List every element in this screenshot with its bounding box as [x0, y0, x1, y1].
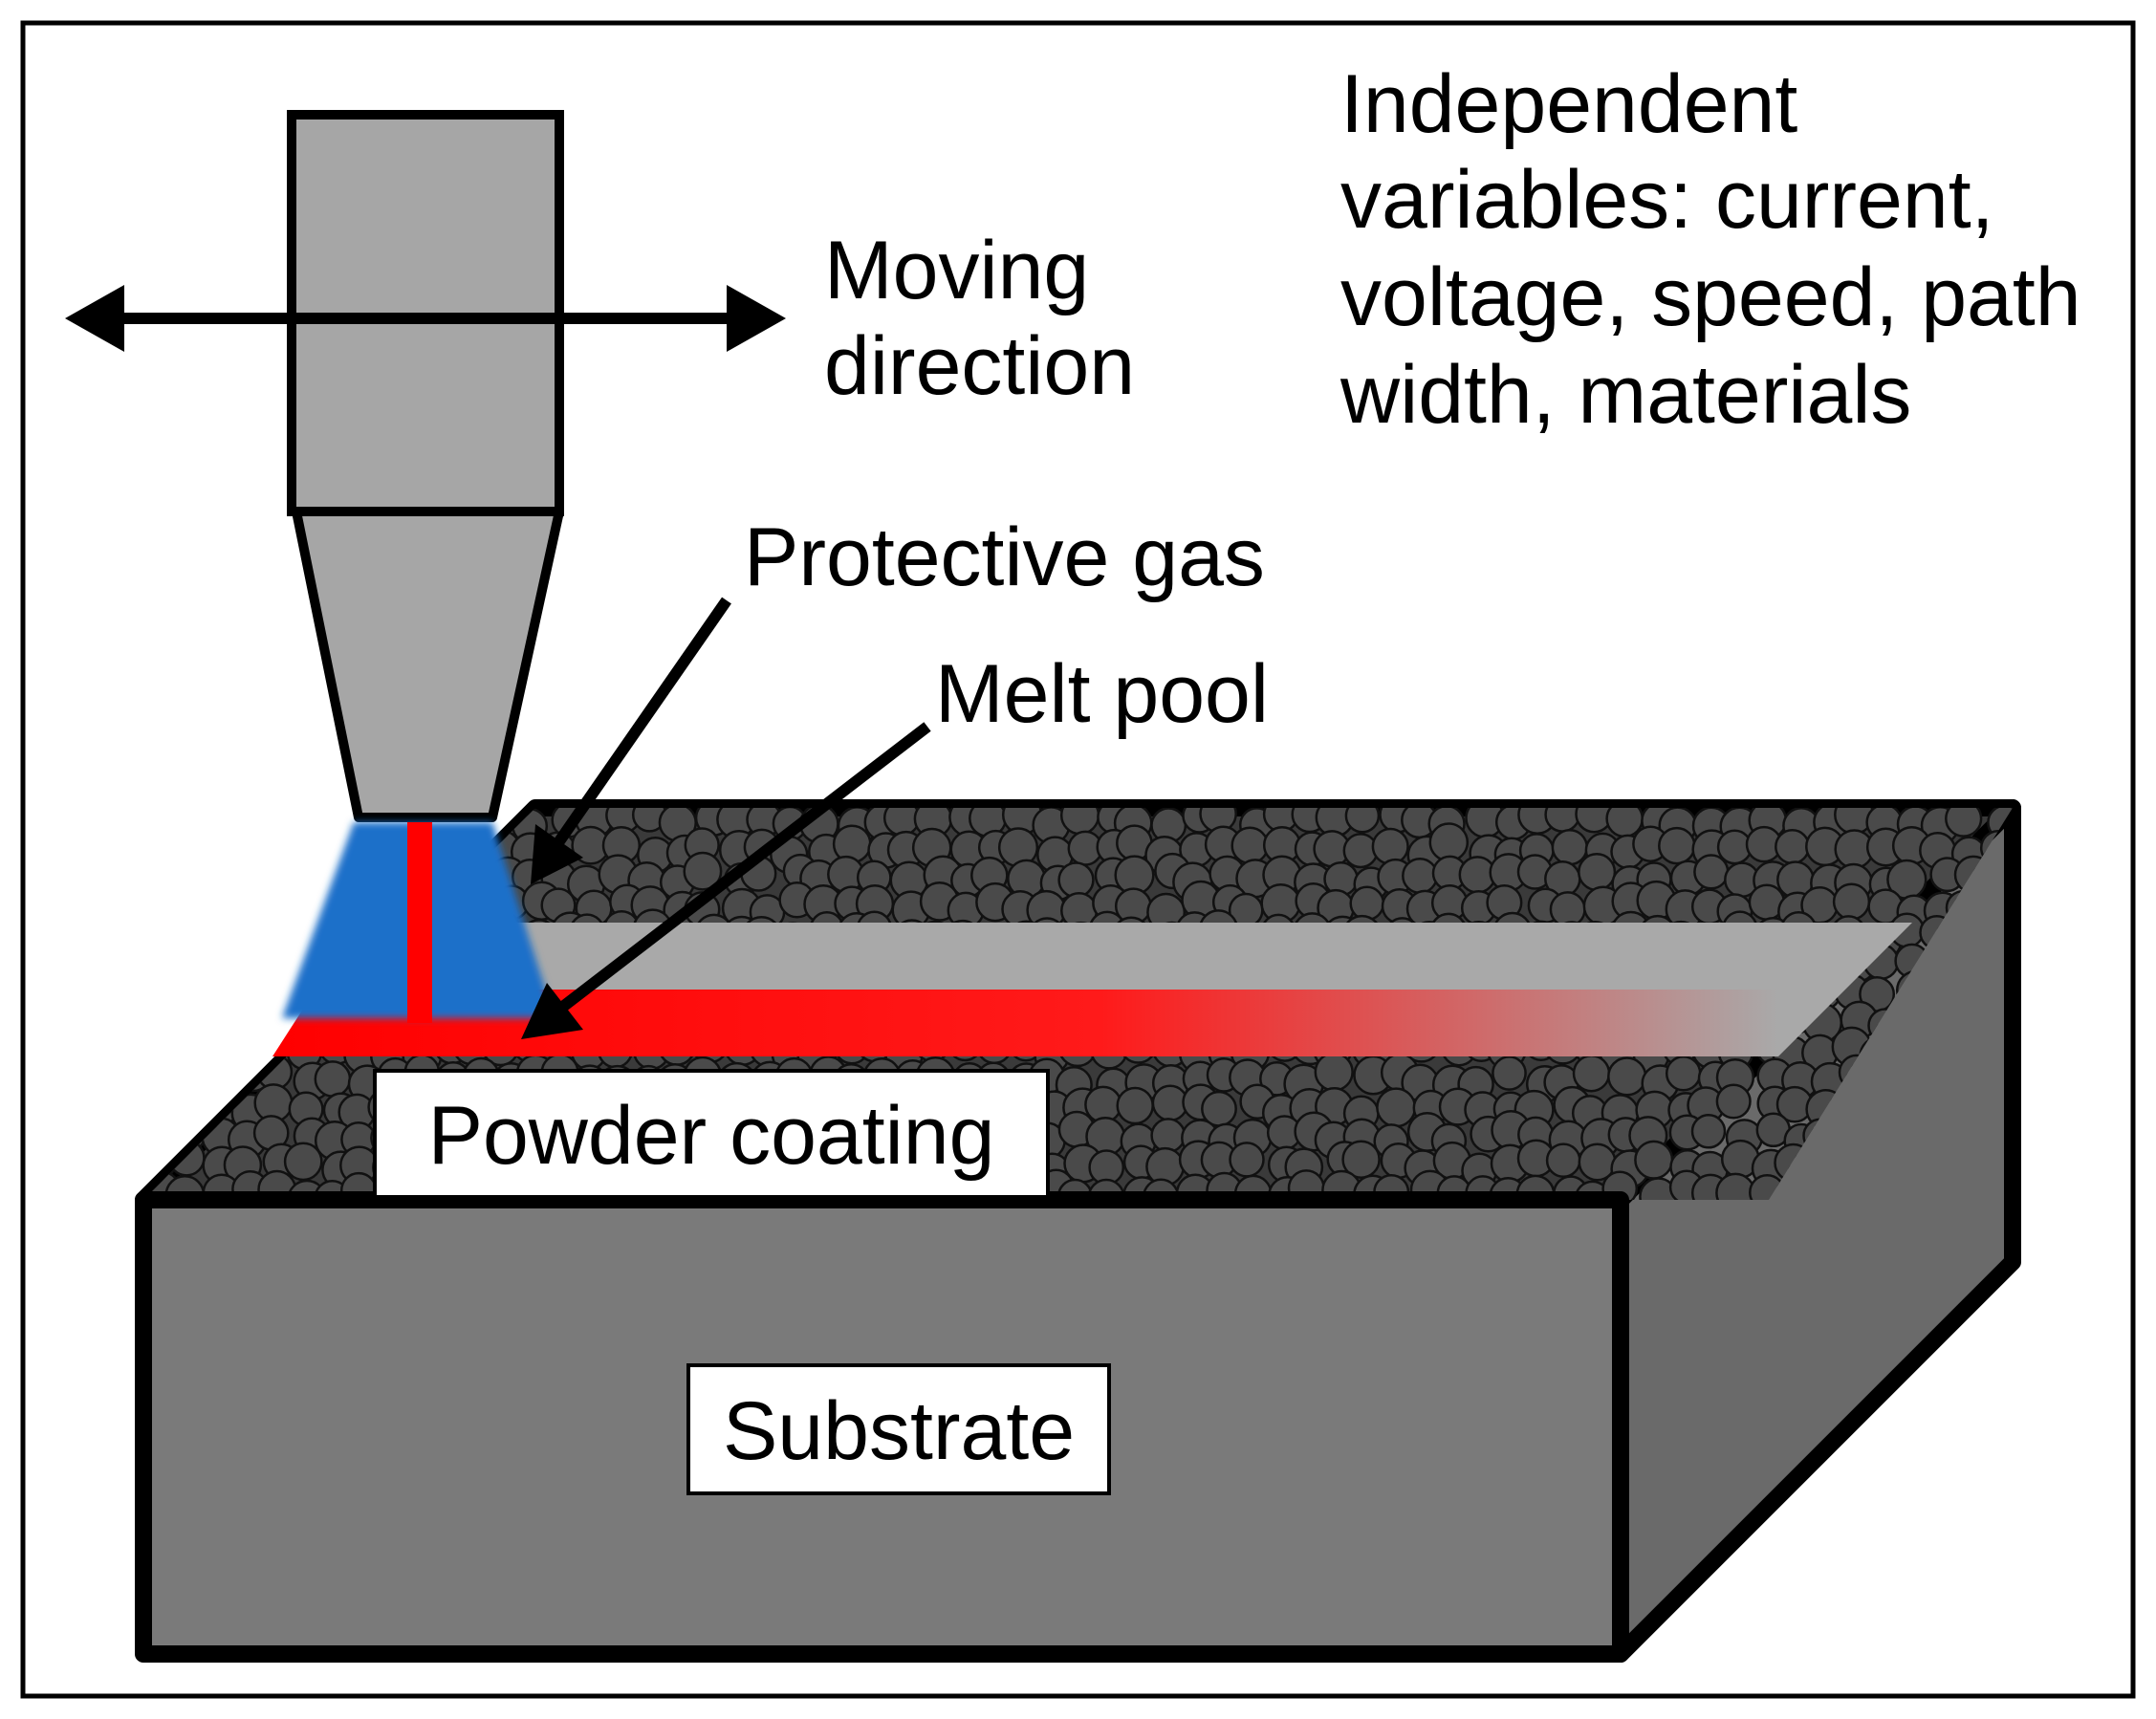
svg-text:variables: current,: variables: current,: [1340, 154, 1994, 246]
svg-text:Substrate: Substrate: [723, 1385, 1075, 1477]
powder-coating-label-box: Powder coating: [373, 1069, 1050, 1199]
protective-gas-pointer-arrow: [531, 597, 731, 884]
svg-text:direction: direction: [824, 320, 1135, 412]
melt-pool: [272, 990, 1778, 1056]
protective-gas-label: Protective gas: [744, 511, 1265, 603]
substrate-label-box: Substrate: [686, 1363, 1111, 1495]
melt-pool-label: Melt pool: [935, 648, 1269, 740]
svg-text:Powder coating: Powder coating: [428, 1090, 995, 1182]
moving-direction-label: Moving direction: [824, 225, 1135, 412]
moving-direction-arrow: [65, 285, 786, 352]
svg-text:Moving: Moving: [824, 225, 1089, 316]
svg-text:voltage, speed, path: voltage, speed, path: [1340, 251, 2081, 343]
substrate-front-face: [135, 1191, 1629, 1663]
svg-text:Independent: Independent: [1340, 58, 1797, 150]
torch-nozzle: [292, 507, 564, 822]
independent-variables-label: Independent variables: current, voltage,…: [1339, 58, 2081, 441]
arc-wire: [407, 822, 432, 1023]
svg-text:width, materials: width, materials: [1339, 349, 1911, 441]
melt-pool-pointer-arrow: [521, 722, 931, 1039]
